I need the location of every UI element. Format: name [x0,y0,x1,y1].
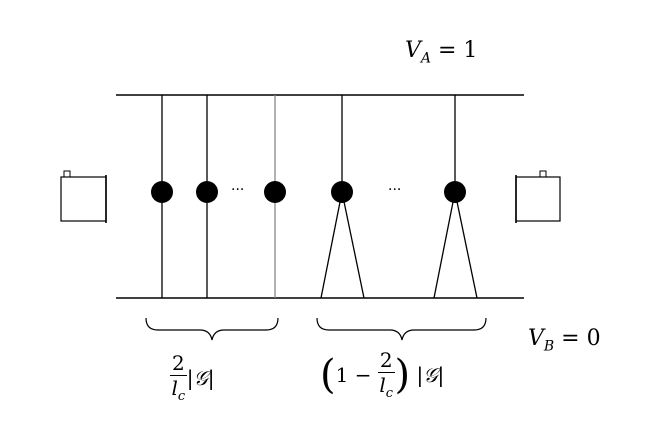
left-group-size: 2 lc |𝒢| [170,351,215,404]
ellipsis-right: ··· [388,182,402,198]
node-2 [196,181,218,203]
ellipsis-left: ··· [231,182,245,198]
brace-left [145,317,279,341]
va-label: VA = 1 [405,38,478,67]
link-5-right-leg [454,191,478,299]
fraction: 2 lc [170,351,187,404]
node-3 [264,181,286,203]
right-group-size: (1 − 2 lc ) |𝒢| [320,348,445,401]
node-5 [444,181,466,203]
battery-left-icon [60,170,107,223]
node-4 [331,181,353,203]
battery-right-icon [515,170,561,223]
link-4-left-leg [320,191,343,299]
vb-label: VB = 0 [528,326,601,355]
node-1 [151,181,173,203]
brace-right [316,317,487,341]
link-4-right-leg [341,191,365,299]
link-5-left-leg [433,191,456,299]
fraction-2: 2 lc [377,348,395,401]
